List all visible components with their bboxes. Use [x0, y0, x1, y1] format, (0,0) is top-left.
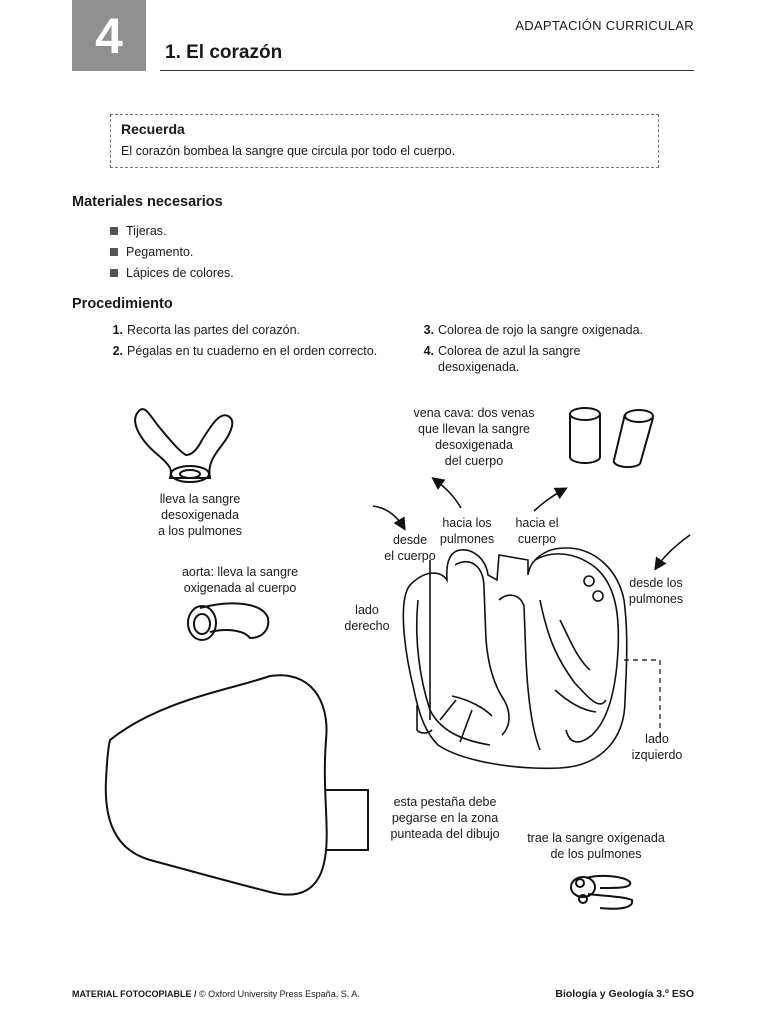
footer-book-title: Biología y Geología 3.º ESO — [555, 988, 694, 1000]
vena-cava-cutout — [570, 408, 653, 467]
footer-copyright: MATERIAL FOTOCOPIABLE / © Oxford Univers… — [72, 989, 360, 999]
arrow-desde-pulmones — [656, 535, 690, 568]
arrow-hacia-pulmones — [434, 479, 461, 508]
pulmonary-artery-cutout — [135, 409, 232, 482]
dashed-guide — [624, 660, 660, 740]
pulmonary-veins-cutout — [571, 876, 632, 909]
arrow-hacia-cuerpo — [534, 489, 565, 511]
aorta-cutout — [188, 603, 268, 640]
heart-body-cutout — [106, 675, 368, 894]
arrow-desde-cuerpo — [373, 506, 404, 528]
heart-cross-section — [403, 548, 626, 768]
